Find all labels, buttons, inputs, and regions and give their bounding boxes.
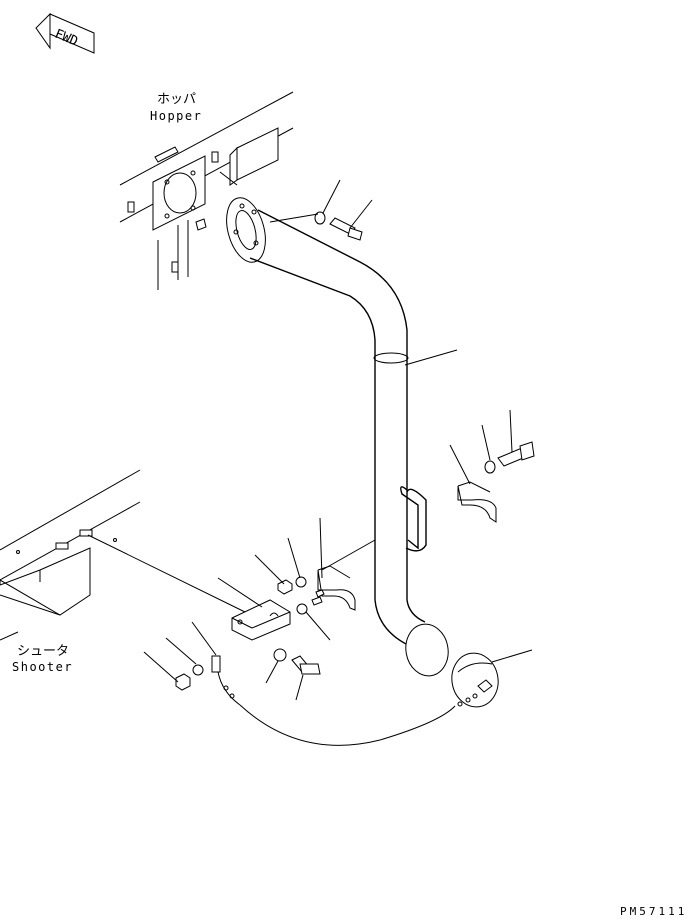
- retaining-chain: [217, 671, 478, 746]
- leader-lines: [143, 179, 533, 701]
- pipe-clamp-upper: [457, 481, 497, 523]
- fwd-direction-marker: FWD: [35, 12, 95, 54]
- pipe-clamp-lower: [311, 565, 356, 611]
- hopper-flange-plate: [127, 127, 279, 273]
- hopper-frame: [119, 91, 294, 290]
- mounting-bracket: [231, 599, 291, 641]
- washer-lower-mid: [296, 603, 308, 615]
- clamp-reference-line: [321, 539, 376, 571]
- shooter-frame: [0, 469, 141, 641]
- nut-mid: [277, 579, 293, 595]
- pipe-handle: [400, 486, 427, 552]
- washer-top: [314, 211, 326, 225]
- shooter-label-jp: シュータ: [17, 644, 69, 659]
- hopper-label-en: Hopper: [150, 109, 202, 123]
- shooter-reference-line: [87, 534, 246, 613]
- hopper-label-jp: ホッパ: [157, 92, 196, 107]
- shooter-label-en: Shooter: [12, 660, 73, 674]
- bolt-lower-center: [291, 655, 321, 675]
- washer-lower-center: [273, 648, 287, 662]
- hopper-bolt: [195, 218, 207, 231]
- drawing-number: PM57111: [620, 905, 687, 918]
- discharge-pipe: [226, 197, 449, 677]
- end-cap: [451, 652, 499, 708]
- bolt-top: [329, 217, 363, 241]
- bolt-upper-right: [497, 441, 535, 467]
- washer-lower-left: [192, 664, 204, 676]
- nut-lower-left: [175, 673, 191, 691]
- flange-reference-line: [269, 213, 319, 223]
- washer-mid: [295, 576, 307, 588]
- washer-upper-right: [484, 460, 496, 474]
- chain-bracket-left: [211, 655, 221, 673]
